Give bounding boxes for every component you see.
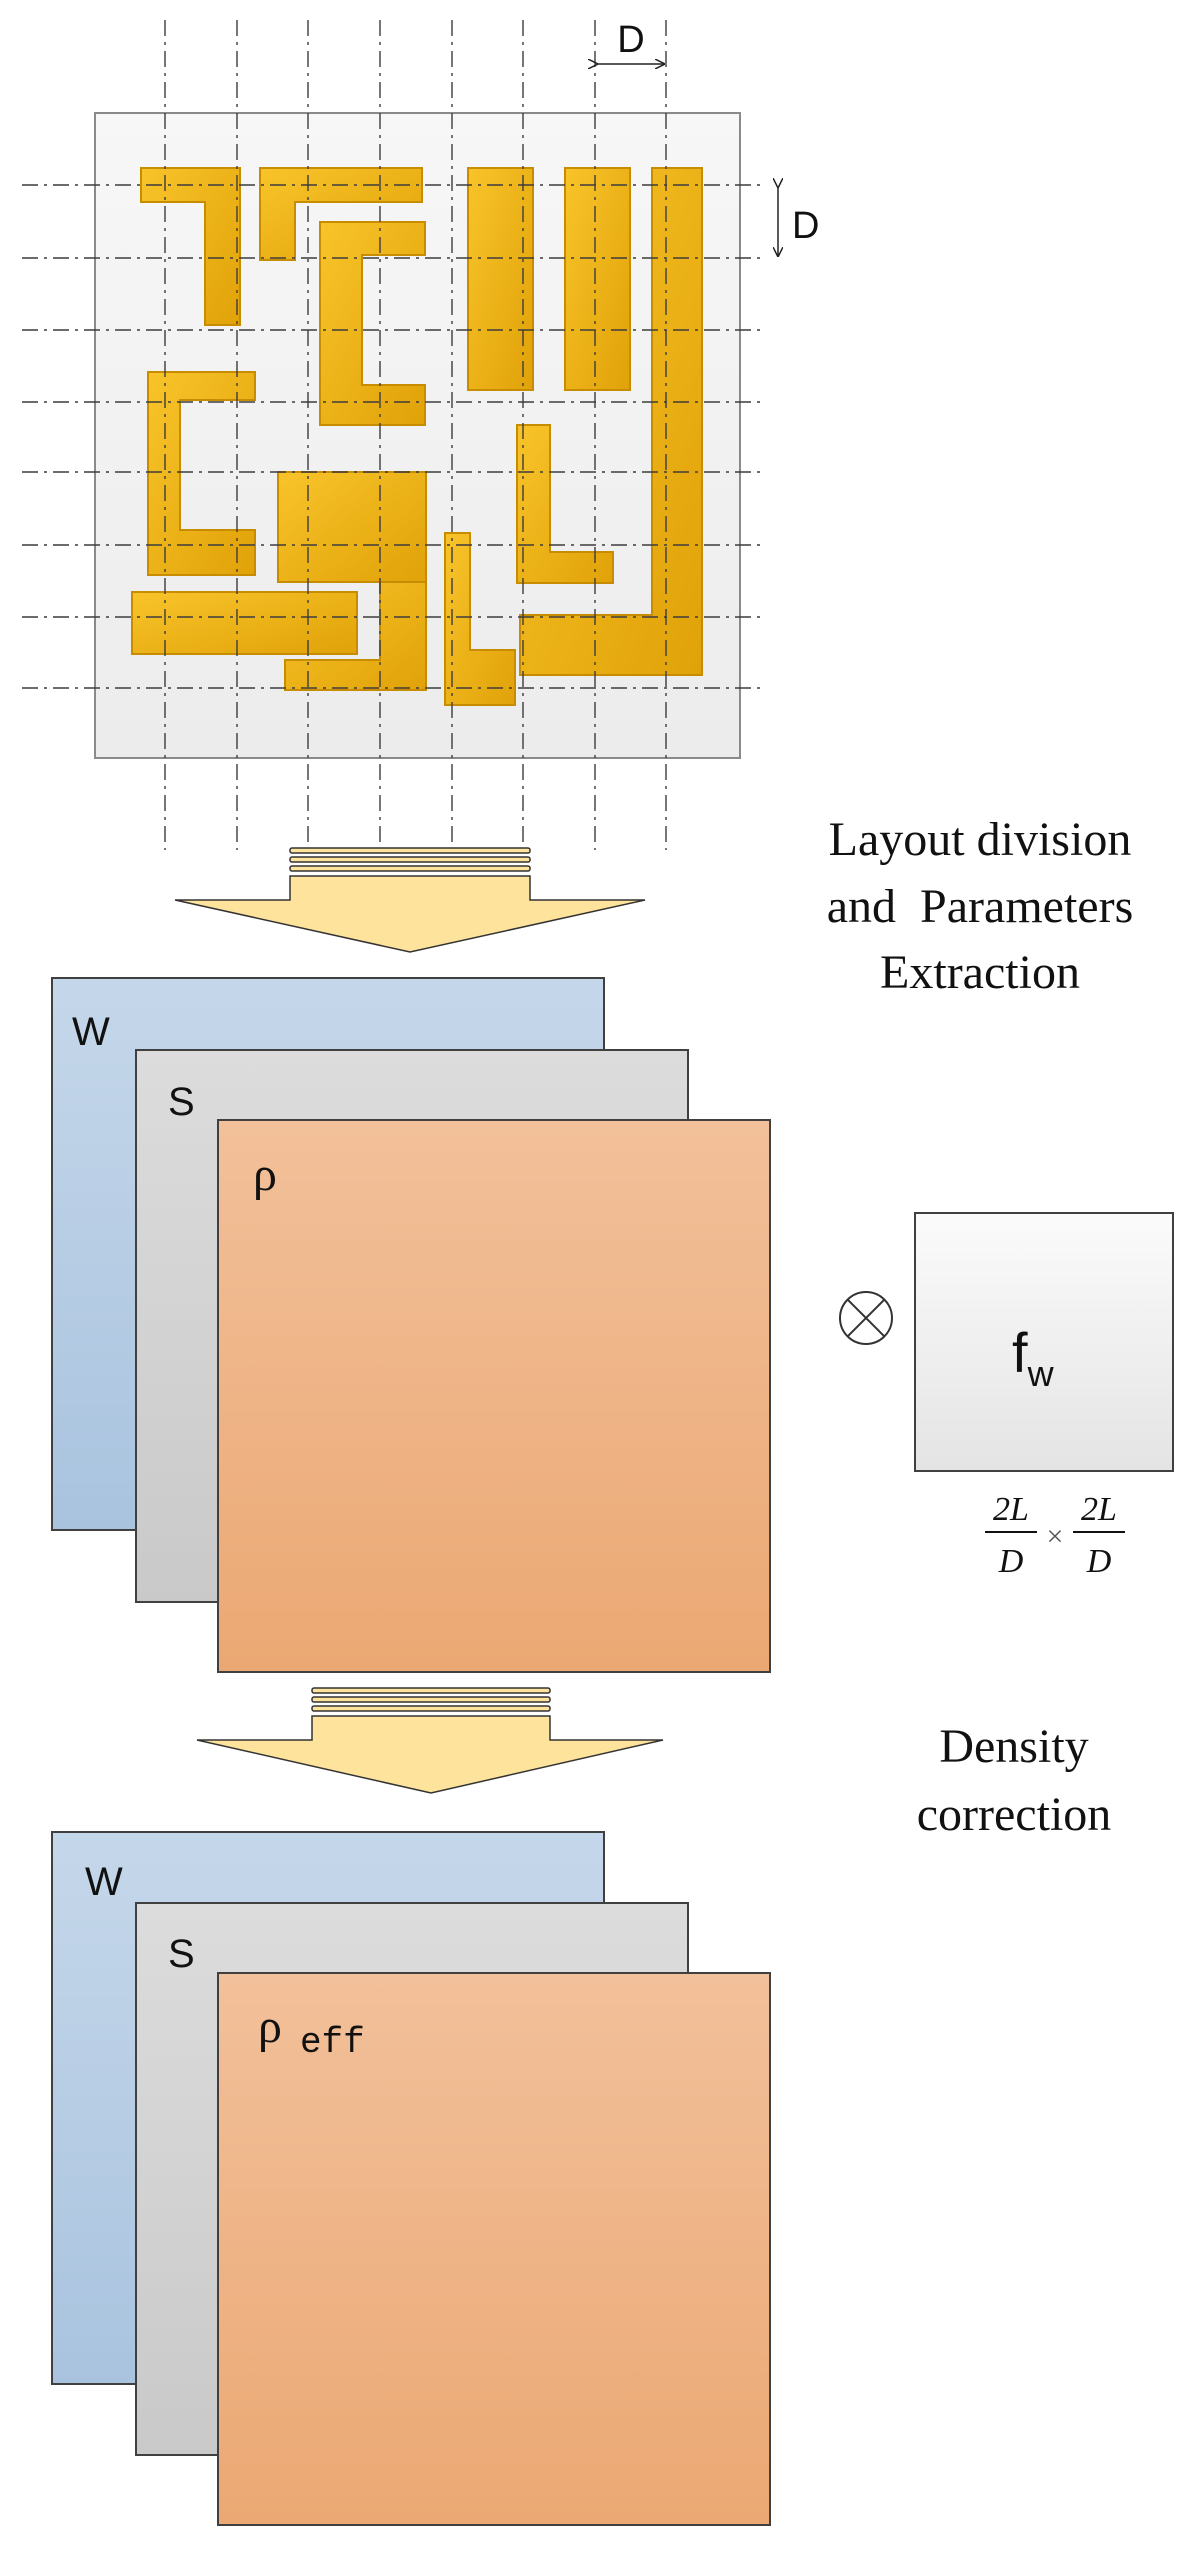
metal-shape	[319, 221, 426, 426]
svg-text:×: ×	[1047, 1520, 1064, 1553]
metal-shape	[284, 581, 427, 691]
dimension-horizontal: D	[597, 19, 664, 64]
process-arrow-1	[174, 847, 646, 953]
metal-shape	[277, 471, 427, 583]
kernel-box: fw	[914, 1212, 1174, 1472]
caption-line: Layout division	[829, 813, 1132, 866]
layout-panel: D D	[22, 19, 819, 850]
metal-shape	[131, 591, 358, 655]
metal-shape	[564, 167, 631, 391]
caption-line: and Parameters	[827, 880, 1134, 933]
convolution-operator	[839, 1291, 893, 1345]
layer-s-label: S	[168, 1080, 195, 1124]
process-arrow-2	[196, 1687, 664, 1794]
layer-rho	[217, 1119, 771, 1673]
layer-rho-label: ρ	[253, 1148, 277, 1201]
dimension-label-horizontal: D	[617, 19, 644, 61]
parameter-stack-1: W S ρ	[51, 977, 771, 1673]
metal-shape	[519, 167, 703, 676]
kernel-subscript: w	[1027, 1353, 1055, 1394]
dimension-label-vertical: D	[792, 205, 819, 247]
dimension-vertical: D	[778, 187, 819, 256]
svg-text:2L: 2L	[1081, 1491, 1117, 1528]
kernel-size-formula: 2L D × 2L D	[985, 1491, 1125, 1580]
caption-line: correction	[917, 1788, 1112, 1841]
svg-text:D: D	[998, 1543, 1024, 1580]
metal-shape	[467, 167, 534, 391]
metal-shapes	[131, 167, 703, 706]
caption-line: Density	[939, 1720, 1088, 1773]
metal-shape	[259, 167, 423, 261]
svg-text:2L: 2L	[993, 1491, 1029, 1528]
caption-layout-division: Layout division and Parameters Extractio…	[827, 813, 1134, 999]
grid-lines	[22, 20, 760, 850]
caption-density-correction: Density correction	[917, 1720, 1112, 1841]
caption-line: Extraction	[880, 946, 1080, 999]
metal-shape	[147, 371, 256, 576]
metal-shape	[516, 424, 614, 584]
svg-text:D: D	[1086, 1543, 1112, 1580]
layer-w-label: W	[85, 1860, 123, 1904]
kernel-label: fw	[1012, 1321, 1055, 1394]
layer-w-label: W	[72, 1010, 110, 1054]
metal-shape	[444, 532, 516, 706]
layer-s-label: S	[168, 1932, 195, 1976]
metal-shape	[140, 167, 241, 326]
layer-rho-eff	[217, 1972, 771, 2526]
